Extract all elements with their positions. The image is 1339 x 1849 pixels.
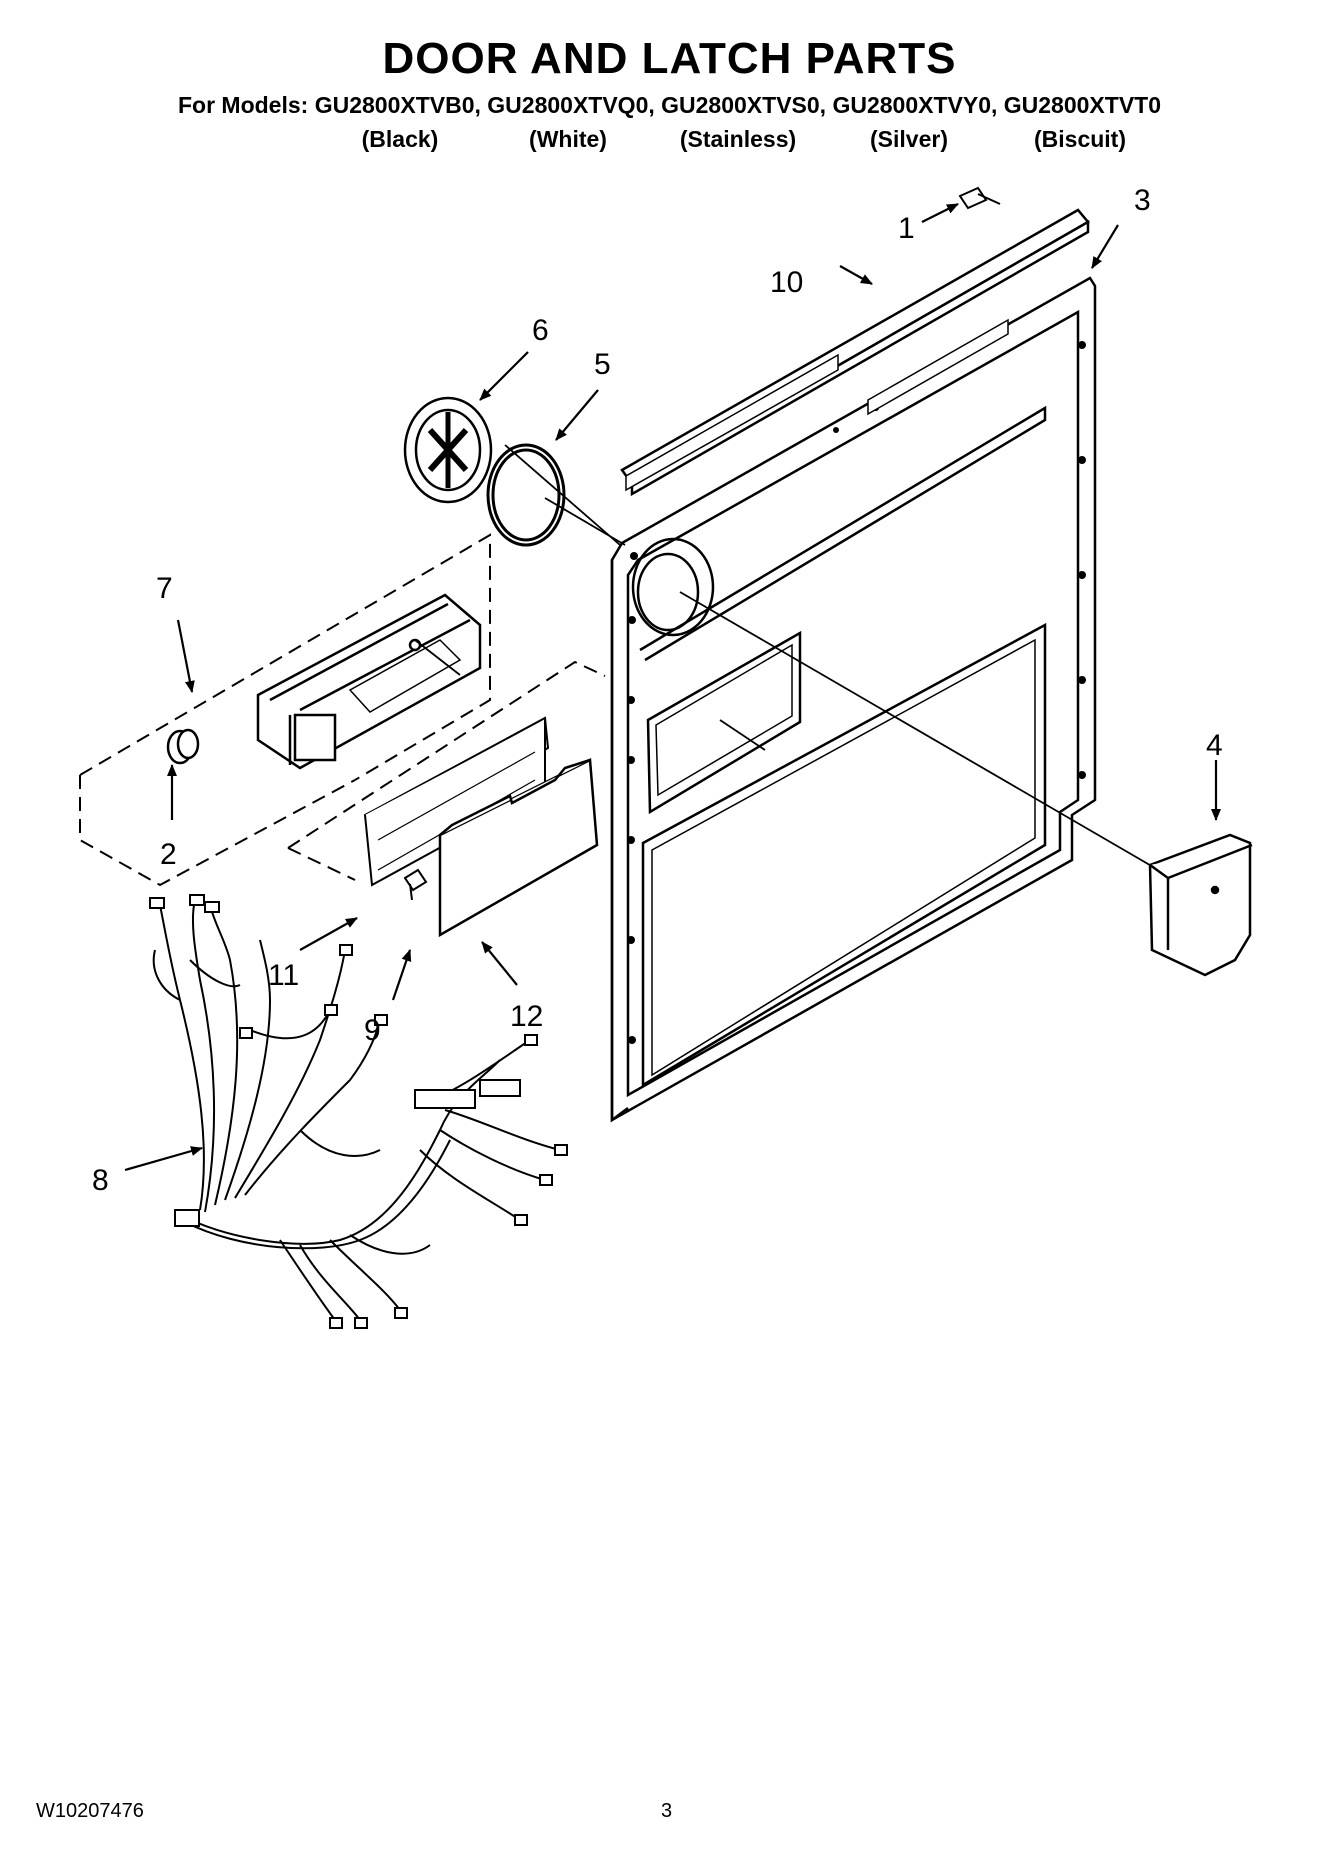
- inner-door-panel: [610, 276, 1097, 1123]
- page-number: 3: [661, 1800, 673, 1822]
- latch-knob: [166, 728, 200, 765]
- vent-duct: [1148, 833, 1253, 977]
- latch-group-outline: [79, 533, 491, 887]
- screw-part-9: [403, 868, 428, 901]
- callout-6: 6: [532, 314, 549, 347]
- vent-gasket: [486, 443, 566, 547]
- callout-11: 11: [268, 959, 299, 992]
- top-vent-strip: [620, 208, 1090, 497]
- callout-3: 3: [1134, 184, 1151, 217]
- callout-10: 10: [770, 266, 803, 299]
- callout-9: 9: [364, 1014, 381, 1047]
- variant-biscuit: (Biscuit): [1034, 126, 1126, 152]
- variant-stainless: (Stainless): [679, 126, 797, 152]
- leader-lines: [414, 444, 1156, 869]
- callout-5: 5: [594, 348, 611, 381]
- latch-assembly: [256, 593, 482, 770]
- variant-white: (White): [529, 126, 607, 152]
- models-line: For Models: GU2800XTVB0, GU2800XTVQ0, GU…: [177, 92, 1161, 118]
- callout-12: 12: [510, 1000, 543, 1033]
- harness-connectors: [149, 894, 568, 1329]
- callout-arrows: [124, 203, 1221, 1172]
- vent-cap: [403, 396, 493, 504]
- page-title: DOOR AND LATCH PARTS: [382, 34, 957, 83]
- screw-part-1: [958, 186, 1001, 210]
- board-group-outline: [287, 660, 606, 881]
- callout-1: 1: [898, 212, 915, 245]
- callout-7: 7: [156, 572, 173, 605]
- variant-silver: (Silver): [870, 126, 948, 152]
- callout-8: 8: [92, 1164, 109, 1197]
- board-shield: [438, 758, 599, 938]
- callout-4: 4: [1206, 729, 1223, 762]
- variant-black: (Black): [361, 126, 439, 152]
- callout-2: 2: [160, 838, 177, 871]
- document-number: W10207476: [36, 1800, 144, 1822]
